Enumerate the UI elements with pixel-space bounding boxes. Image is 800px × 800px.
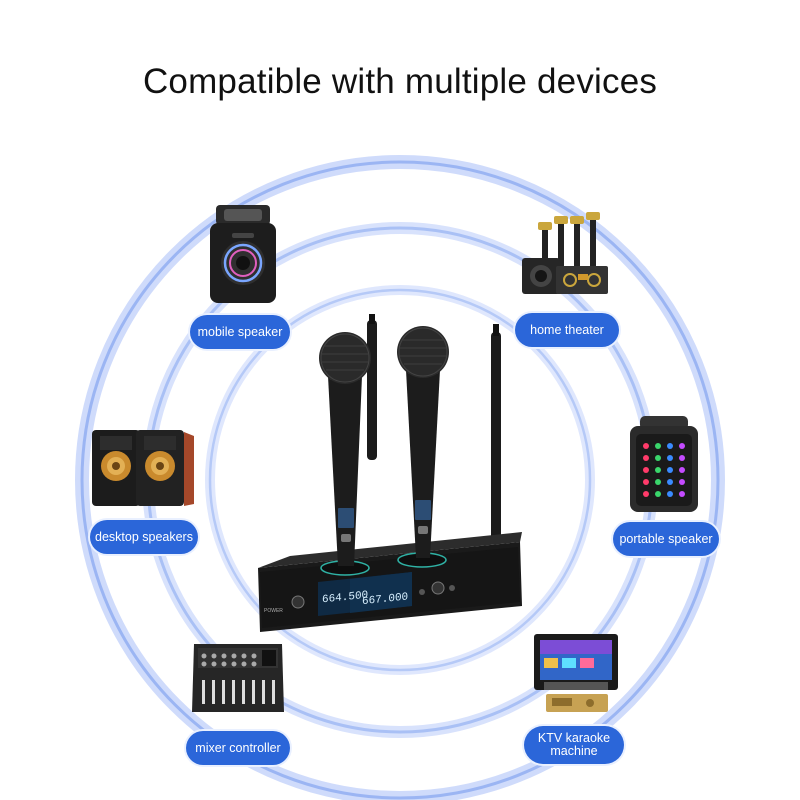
- mobile-speaker-icon: [210, 205, 276, 303]
- wireless-microphone-receiver: 664.500 667.000 POWER: [258, 314, 522, 632]
- device-label-mixer-controller: mixer controller: [186, 731, 290, 765]
- device-label-home-theater: home theater: [515, 313, 619, 347]
- device-label-karaoke-machine: KTV karaoke machine: [524, 726, 624, 764]
- frequency-right: 667.000: [362, 591, 408, 608]
- karaoke-machine-icon: [534, 634, 618, 712]
- volume-knob-right: [431, 581, 445, 595]
- antenna-right: [491, 332, 501, 542]
- antenna-left: [367, 320, 377, 460]
- microphone-right: [397, 326, 449, 558]
- device-label-mobile-speaker: mobile speaker: [190, 315, 290, 349]
- page-title: Compatible with multiple devices: [142, 62, 658, 101]
- home-theater-icon: [522, 212, 608, 294]
- device-label-desktop-speakers: desktop speakers: [90, 520, 198, 554]
- mixer-controller-icon: [192, 644, 284, 712]
- volume-knob-left: [291, 595, 305, 609]
- microphone-left: [319, 332, 371, 566]
- desktop-speakers-icon: [92, 430, 194, 506]
- device-label-portable-speaker: portable speaker: [613, 522, 719, 556]
- power-label: POWER: [264, 608, 283, 614]
- portable-speaker-icon: [630, 416, 698, 512]
- frequency-left: 664.500: [322, 590, 368, 607]
